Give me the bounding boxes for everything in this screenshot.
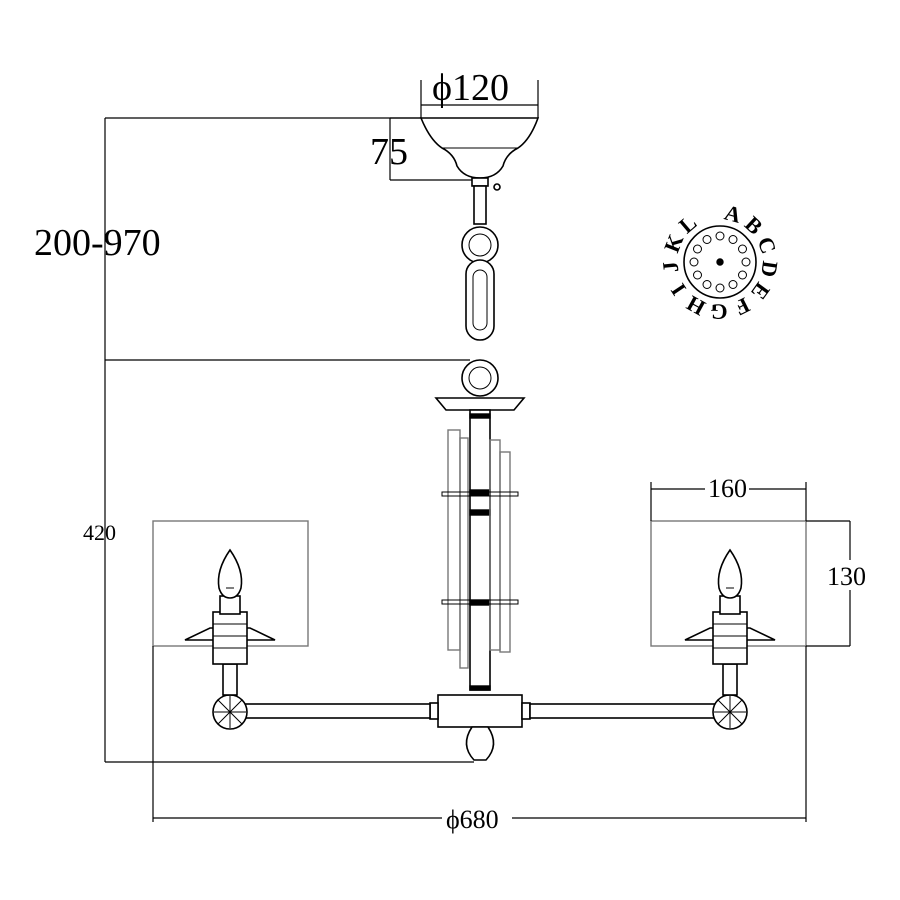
dial-letter-g: G xyxy=(710,299,728,324)
shade-width-label: 160 xyxy=(708,474,747,503)
shade-width-dimension: 160 xyxy=(650,474,807,521)
dial-letter-d: D xyxy=(756,259,783,278)
dial-letter-f: F xyxy=(731,293,754,321)
dial-hole xyxy=(728,280,738,289)
canopy-diameter-label: ϕ120 xyxy=(432,67,509,109)
ceiling-canopy xyxy=(419,117,540,191)
left-bulb xyxy=(217,548,243,599)
left-lamp xyxy=(152,520,309,665)
dial-letter-a: A xyxy=(722,200,744,228)
dial-letter-i: I xyxy=(666,279,692,300)
right-bulb xyxy=(717,548,743,599)
right-lamp xyxy=(650,520,807,665)
canopy-diameter-dimension: ϕ120 xyxy=(420,67,539,118)
dial-holes xyxy=(689,231,751,293)
dial-hole xyxy=(702,280,712,289)
dial-letter-k: K xyxy=(659,231,689,256)
shade-height-dimension: 130 xyxy=(806,520,872,647)
body-height-dimension: 420 xyxy=(83,360,474,763)
shade-height-label: 130 xyxy=(827,562,866,591)
dial-hole xyxy=(702,235,712,244)
dial-hole xyxy=(715,231,725,241)
canopy-height-label: 75 xyxy=(370,131,408,173)
overall-diameter-dimension: ϕ680 xyxy=(152,646,807,834)
dial-hole xyxy=(693,270,702,280)
hanging-range-label: 200-970 xyxy=(34,222,161,264)
overall-diameter-label: ϕ680 xyxy=(446,805,499,834)
central-column xyxy=(429,397,531,761)
dial-hole xyxy=(738,244,747,254)
dial-hole xyxy=(738,270,747,280)
dial-hole xyxy=(693,244,702,254)
dial-hole xyxy=(715,283,725,293)
dial-letter-j: J xyxy=(657,260,683,273)
dial-hole xyxy=(728,235,738,244)
dial-letter-c: C xyxy=(753,234,782,257)
hanging-range-dimension: 200-970 xyxy=(34,117,470,361)
arms xyxy=(212,663,748,730)
dial-hole xyxy=(689,257,699,267)
dial-hole xyxy=(741,257,751,267)
hanging-chain xyxy=(461,185,499,397)
body-height-label: 420 xyxy=(83,520,116,545)
canopy-height-dimension: 75 xyxy=(370,117,472,181)
